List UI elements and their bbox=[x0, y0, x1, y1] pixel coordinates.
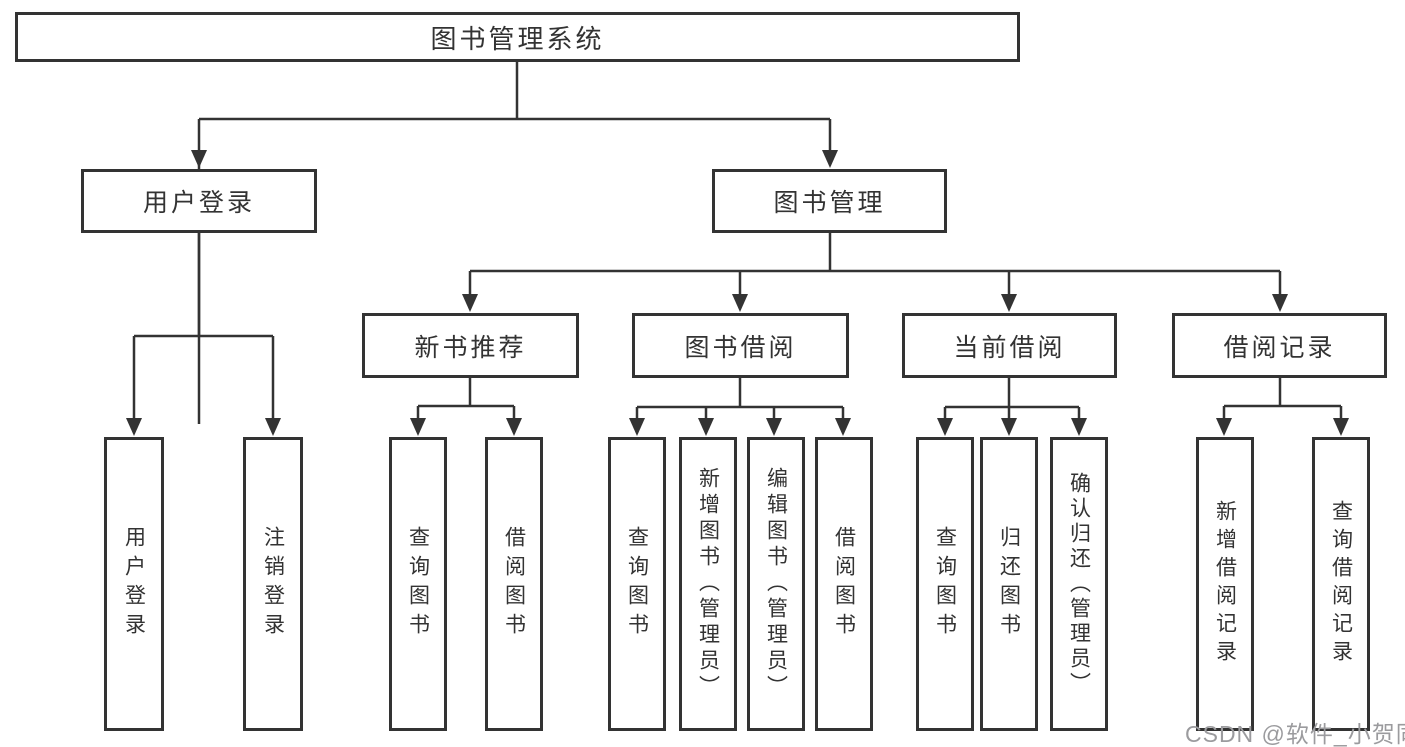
node-new-book-recommendation: 新书推荐 bbox=[362, 313, 579, 378]
leaf-add-book-admin: 新增图书（管理员） bbox=[679, 437, 737, 731]
node-current-borrowing: 当前借阅 bbox=[902, 313, 1117, 378]
csdn-watermark: CSDN @软件_小贺同学 bbox=[1185, 721, 1405, 747]
leaf-logout: 注销登录 bbox=[243, 437, 303, 731]
leaf-query-book: 查询图书 bbox=[389, 437, 447, 731]
leaf-borrow-book: 借阅图书 bbox=[815, 437, 873, 731]
leaf-user-login: 用户登录 bbox=[104, 437, 164, 731]
leaf-return-book: 归还图书 bbox=[980, 437, 1038, 731]
leaf-add-borrow-record: 新增借阅记录 bbox=[1196, 437, 1254, 731]
node-library-management-system: 图书管理系统 bbox=[15, 12, 1020, 62]
node-book-borrowing: 图书借阅 bbox=[632, 313, 849, 378]
leaf-borrow-book: 借阅图书 bbox=[485, 437, 543, 731]
leaf-query-borrow-record: 查询借阅记录 bbox=[1312, 437, 1370, 731]
leaf-confirm-return-admin: 确认归还（管理员） bbox=[1050, 437, 1108, 731]
node-user-login: 用户登录 bbox=[81, 169, 317, 233]
leaf-query-book: 查询图书 bbox=[608, 437, 666, 731]
leaf-edit-book-admin: 编辑图书（管理员） bbox=[747, 437, 805, 731]
leaf-query-book: 查询图书 bbox=[916, 437, 974, 731]
node-book-management: 图书管理 bbox=[712, 169, 947, 233]
arrowheads bbox=[126, 150, 1349, 436]
node-borrowing-records: 借阅记录 bbox=[1172, 313, 1387, 378]
